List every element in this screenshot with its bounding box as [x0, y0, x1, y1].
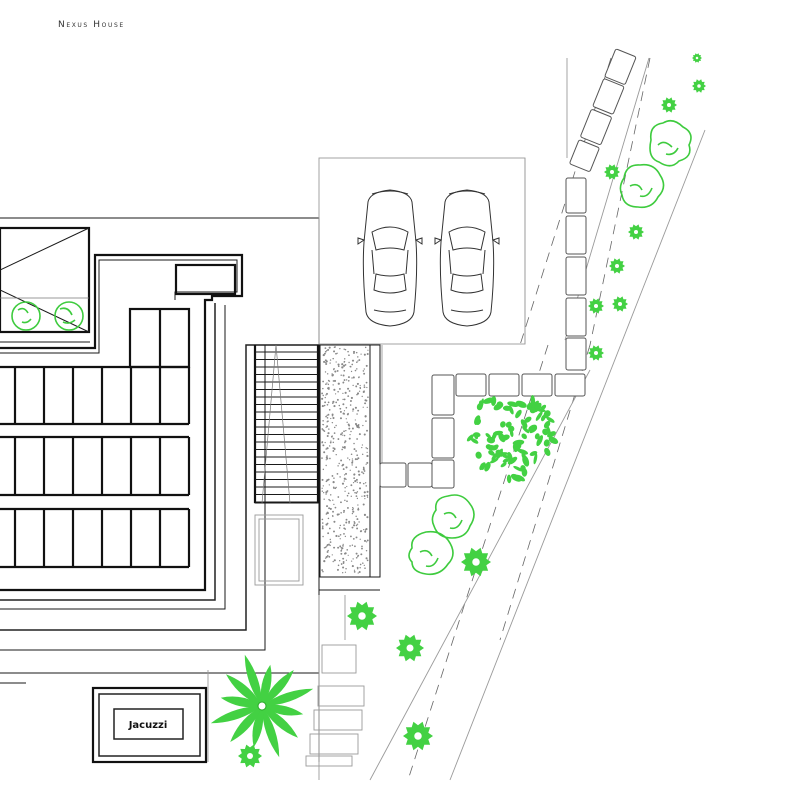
tree-outline — [649, 119, 692, 167]
tree-outline — [619, 163, 665, 209]
shrub — [396, 634, 424, 662]
shrub — [588, 345, 604, 361]
car-right — [434, 189, 500, 327]
shrub — [347, 601, 377, 631]
tree-outline — [431, 494, 475, 539]
building-outline — [0, 217, 320, 762]
driveway — [318, 57, 706, 781]
jacuzzi: Jacuzzi — [91, 670, 209, 764]
solar-panel-grid — [0, 307, 191, 569]
entrance-steps — [305, 644, 365, 767]
shrub — [403, 721, 433, 751]
tree-outline — [408, 530, 454, 576]
gravel-strip — [319, 344, 381, 591]
shrub — [609, 258, 625, 274]
vegetation — [238, 53, 706, 768]
shrub — [588, 298, 604, 314]
shrub — [612, 296, 628, 312]
void-room — [0, 226, 91, 334]
skylight-box — [174, 263, 237, 296]
shrub — [628, 224, 644, 240]
shrub — [604, 164, 620, 180]
courtyard-trees — [11, 301, 84, 331]
shrub — [692, 79, 706, 93]
jacuzzi-label: Jacuzzi — [128, 720, 168, 731]
car-left — [357, 189, 423, 327]
shrub — [238, 744, 262, 768]
shrub — [692, 53, 702, 63]
shrub — [461, 547, 491, 577]
large-tree — [466, 395, 559, 484]
palm-tree — [210, 654, 314, 758]
plan-title: Nexus House — [58, 20, 125, 30]
retaining-stones — [379, 48, 637, 489]
carport — [318, 157, 526, 345]
shrub — [661, 97, 677, 113]
staircase — [253, 344, 320, 586]
